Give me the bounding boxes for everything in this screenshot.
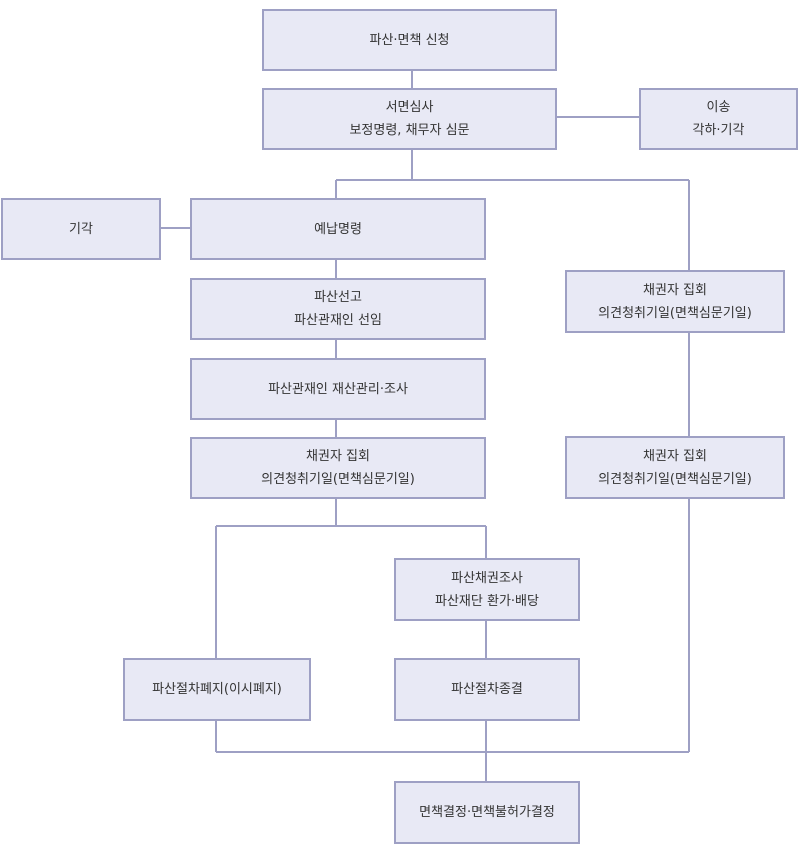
node-label: 파산채권조사 — [451, 570, 523, 586]
node-label: 의견청취기일(면책심문기일) — [598, 471, 752, 487]
node-label: 이송 — [706, 100, 731, 115]
node-label: 파산선고 — [314, 290, 362, 305]
node-label: 의견청취기일(면책심문기일) — [598, 305, 752, 321]
node-label: 보정명령, 채무자 심문 — [349, 123, 470, 138]
node-label: 파산절차종결 — [451, 682, 523, 697]
node-label: 파산절차폐지(이시폐지) — [152, 682, 282, 697]
node-creditors-meeting-left: 채권자 집회 의견청취기일(면책심문기일) — [190, 437, 486, 499]
node-dismissal: 기각 — [1, 198, 161, 260]
node-procedure-abolition: 파산절차폐지(이시폐지) — [123, 658, 311, 721]
node-claims-investigation: 파산채권조사 파산재단 환가·배당 — [394, 558, 580, 621]
node-document-review: 서면심사 보정명령, 채무자 심문 — [262, 88, 557, 150]
node-label: 예납명령 — [314, 221, 362, 237]
node-creditors-meeting-right-2: 채권자 집회 의견청취기일(면책심문기일) — [565, 436, 785, 499]
node-label: 채권자 집회 — [643, 282, 707, 298]
node-creditors-meeting-right-1: 채권자 집회 의견청취기일(면책심문기일) — [565, 270, 785, 333]
node-label: 의견청취기일(면책심문기일) — [261, 472, 415, 487]
node-label: 파산관재인 선임 — [294, 313, 382, 328]
node-label: 각하·기각 — [692, 123, 745, 138]
node-label: 채권자 집회 — [643, 448, 707, 464]
node-label: 파산·면책 신청 — [369, 32, 450, 48]
node-bankruptcy-declaration: 파산선고 파산관재인 선임 — [190, 278, 486, 340]
node-label: 파산관재인 재산관리·조사 — [268, 381, 408, 397]
node-label: 파산재단 환가·배당 — [435, 593, 539, 609]
node-procedure-termination: 파산절차종결 — [394, 658, 580, 721]
node-bankruptcy-application: 파산·면책 신청 — [262, 9, 557, 71]
node-discharge-decision: 면책결정·면책불허가결정 — [394, 781, 580, 844]
node-label: 기각 — [69, 221, 93, 237]
node-trustee-investigation: 파산관재인 재산관리·조사 — [190, 358, 486, 420]
node-label: 서면심사 — [385, 100, 434, 115]
node-label: 채권자 집회 — [306, 449, 370, 464]
node-transfer: 이송 각하·기각 — [639, 88, 798, 150]
node-label: 면책결정·면책불허가결정 — [419, 805, 555, 820]
node-prepayment-order: 예납명령 — [190, 198, 486, 260]
